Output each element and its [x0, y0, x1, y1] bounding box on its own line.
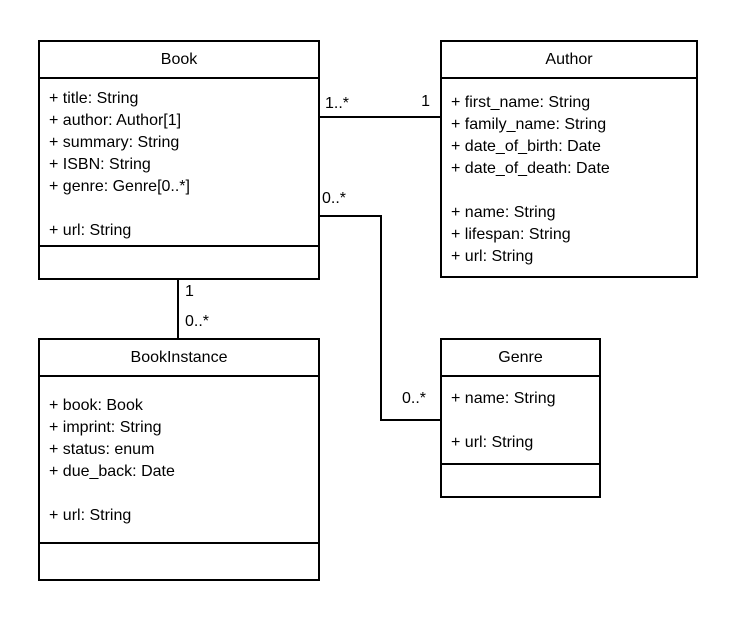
class-attributes-genre: + name: String + url: String [442, 377, 599, 463]
edge-book-genre-segment-1 [320, 215, 382, 217]
class-attributes-author: + first_name: String + family_name: Strin… [442, 79, 696, 276]
multiplicity-book-author-source: 1..* [325, 95, 350, 112]
class-attribute: + url: String [49, 507, 132, 524]
class-attribute [451, 180, 688, 202]
class-attribute: + genre: Genre[0..*] [49, 178, 190, 195]
multiplicity-book-bookinstance-source: 1 [185, 283, 194, 300]
class-attribute: + url: String [451, 248, 534, 265]
class-methods-compartment-book [40, 245, 318, 278]
class-attribute [451, 410, 591, 432]
class-attribute: + author: Author[1] [49, 112, 182, 129]
class-attribute: + ISBN: String [49, 156, 151, 173]
multiplicity-book-genre-source: 0..* [322, 190, 347, 207]
class-title-genre: Genre [442, 340, 599, 377]
class-attribute: + url: String [451, 434, 534, 451]
edge-book-genre-segment-2 [380, 215, 382, 421]
class-attribute: + family_name: String [451, 116, 607, 133]
class-attribute [49, 198, 310, 220]
class-box-author: Author + first_name: String + family_name… [440, 40, 698, 278]
class-attributes-book: + title: String + author: Author[1] + summ… [40, 79, 318, 245]
class-attribute: + lifespan: String [451, 226, 571, 243]
class-attribute: + first_name: String [451, 94, 591, 111]
class-box-genre: Genre + name: String + url: String [440, 338, 601, 498]
class-attribute: + url: String [49, 222, 132, 239]
class-attribute [49, 483, 310, 505]
multiplicity-book-bookinstance-target: 0..* [185, 313, 210, 330]
class-title-book: Book [40, 42, 318, 79]
class-attribute: + due_back: Date [49, 463, 175, 480]
class-box-bookinstance: BookInstance + book: Book + imprint: Stri… [38, 338, 320, 581]
class-attribute: + title: String [49, 90, 139, 107]
class-box-book: Book + title: String+ author: Author[1]+… [38, 40, 320, 280]
edge-book-genre-segment-3 [380, 419, 440, 421]
class-attribute: + name: String [451, 390, 556, 407]
class-attribute: + status: enum [49, 441, 155, 458]
class-methods-compartment-genre [442, 463, 599, 496]
multiplicity-book-genre-target: 0..* [401, 390, 426, 407]
class-attribute: + book: Book [49, 397, 143, 414]
class-attribute: + date_of_death: Date [451, 160, 610, 177]
class-title-bookinstance: BookInstance [40, 340, 318, 377]
edge-book-author [320, 116, 440, 118]
class-methods-compartment-bookinstance [40, 542, 318, 579]
edge-book-bookinstance [177, 280, 179, 338]
class-attribute: + name: String [451, 204, 556, 221]
class-attribute: + imprint: String [49, 419, 162, 436]
class-attribute: + summary: String [49, 134, 180, 151]
class-title-author: Author [442, 42, 696, 79]
class-attribute: + date_of_birth: Date [451, 138, 601, 155]
multiplicity-book-author-target: 1 [421, 93, 430, 110]
class-attributes-bookinstance: + book: Book + imprint: String + status: e… [40, 377, 318, 542]
